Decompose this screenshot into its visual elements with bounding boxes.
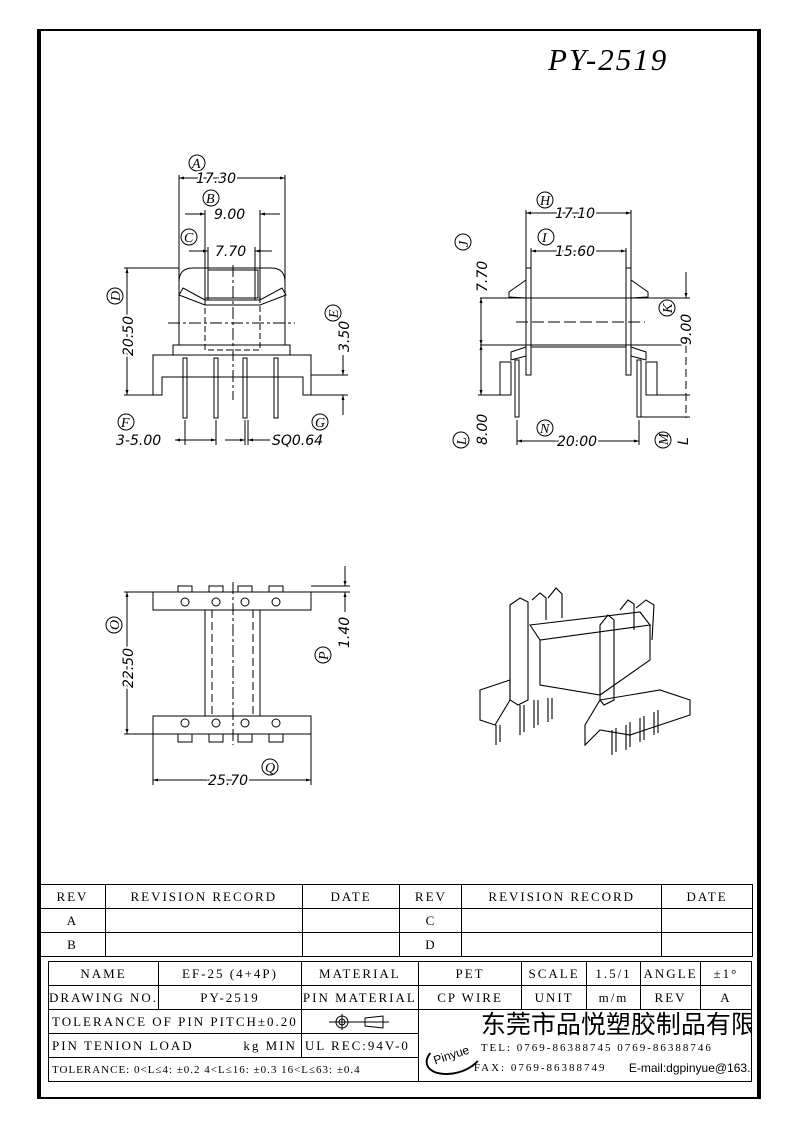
dim-Q: 25.70: [208, 773, 248, 789]
label-Q: Q: [265, 761, 275, 776]
scale-label: SCALE: [521, 961, 587, 986]
bottom-view: O 22.50 P 1.40 Q 25.70: [105, 566, 353, 791]
label-E: E: [327, 309, 342, 319]
record-cell: [104, 932, 303, 957]
label-M: M: [657, 432, 672, 446]
front-pins: [182, 357, 279, 419]
technical-drawing: A 17.30 B 9.00 C 7.70 D 20.50 E 3.50 F 3…: [105, 154, 697, 791]
table-row: B D: [39, 932, 753, 957]
title-block: NAME EF-25 (4+4P) MATERIAL PET SCALE 1.5…: [47, 961, 753, 1082]
name-label: NAME: [47, 961, 160, 986]
dim-F: 3-5.00: [116, 433, 161, 449]
dim-N: 20.00: [557, 434, 597, 450]
date-cell: [661, 932, 753, 957]
pin-material-value: CP WIRE: [417, 985, 523, 1010]
dim-G: SQ0.64: [272, 433, 323, 449]
company-email: E-mail:dgpinyue@163.com: [628, 1061, 751, 1075]
first-angle-projection-icon: [328, 1013, 389, 1030]
record-cell: [461, 932, 663, 957]
pin-material-label: PIN MATERIAL: [300, 985, 419, 1010]
date-cell: [301, 932, 401, 957]
label-I: I: [541, 231, 548, 246]
company-fax: FAX: 0769-86388749: [473, 1062, 607, 1074]
revision-header-row: REV REVISION RECORD DATE REV REVISION RE…: [39, 884, 753, 909]
dim-P: 1.40: [337, 617, 353, 648]
ul-rec: UL REC:94V-0: [300, 1033, 419, 1058]
dim-H: 17.10: [555, 206, 595, 222]
rev-cell: A: [39, 908, 106, 933]
angle-value: ±1°: [699, 961, 753, 986]
label-O: O: [108, 620, 123, 630]
material-label: MATERIAL: [300, 961, 419, 986]
date-cell: [301, 908, 401, 933]
dim-K: 9.00: [679, 314, 695, 345]
material-value: PET: [417, 961, 523, 986]
unit-value: m/m: [585, 985, 642, 1010]
date-header: DATE: [301, 884, 401, 909]
rev-cell: B: [39, 932, 106, 957]
label-K: K: [661, 303, 676, 314]
dim-B: 9.00: [214, 207, 245, 223]
pin-tension-unit: kg MIN: [243, 1037, 297, 1053]
dim-E: 3.50: [337, 321, 353, 352]
general-tolerance: TOLERANCE: 0<L≤4: ±0.2 4<L≤16: ±0.3 16<L…: [48, 1057, 419, 1082]
dim-C: 7.70: [215, 244, 246, 260]
record-cell: [461, 908, 663, 933]
rev-value: A: [699, 985, 753, 1010]
dim-M: L: [676, 437, 692, 445]
revision-table: REV REVISION RECORD DATE REV REVISION RE…: [39, 884, 753, 957]
label-N: N: [539, 422, 550, 437]
rev-header: REV: [399, 884, 463, 909]
rev-label: REV: [640, 985, 701, 1010]
front-view: A 17.30 B 9.00 C 7.70 D 20.50 E 3.50 F 3…: [106, 154, 353, 449]
table-row: A C: [39, 908, 753, 933]
label-B: B: [206, 192, 215, 207]
label-H: H: [539, 194, 551, 209]
revision-record-header: REVISION RECORD: [461, 884, 663, 909]
label-A: A: [191, 157, 201, 172]
scale-value: 1.5/1: [585, 961, 642, 986]
record-cell: [104, 908, 303, 933]
drawing-title: PY-2519: [548, 42, 669, 77]
label-J: J: [457, 240, 472, 247]
dim-O: 22.50: [121, 648, 137, 688]
dim-J: 7.70: [475, 261, 491, 292]
dim-L: 8.00: [475, 414, 491, 445]
revision-record-header: REVISION RECORD: [104, 884, 303, 909]
company-tel: TEL: 0769-86388745 0769-86388746: [480, 1042, 713, 1054]
label-G: G: [315, 416, 325, 431]
rev-cell: D: [399, 932, 463, 957]
date-cell: [661, 908, 753, 933]
drawing-no-label: DRAWING NO.: [47, 985, 160, 1010]
projection-symbol: [300, 1009, 419, 1034]
label-C: C: [184, 231, 194, 246]
side-view: H 17.10 I 15.60 J 7.70 K 9.00 L 8.00 N 2…: [452, 191, 697, 452]
pin-tension-row: PIN TENION LOAD kg MIN: [48, 1033, 302, 1058]
label-D: D: [109, 291, 124, 302]
label-P: P: [317, 651, 332, 661]
side-pins: [514, 359, 642, 418]
company-block: Pinyue 东莞市品悦塑胶制品有限公司 TEL: 0769-86388745 …: [417, 1009, 753, 1082]
date-header: DATE: [661, 884, 753, 909]
drawing-no-value: PY-2519: [158, 985, 302, 1010]
isometric-view: [479, 587, 691, 755]
label-F: F: [120, 416, 130, 431]
name-value: EF-25 (4+4P): [158, 961, 302, 986]
pin-pitch-tolerance: TOLERANCE OF PIN PITCH±0.20: [48, 1009, 302, 1034]
label-L: L: [455, 437, 470, 446]
rev-cell: C: [399, 908, 463, 933]
bottom-pin-tabs: [177, 585, 284, 743]
iso-pins: [495, 698, 659, 755]
dim-I: 15.60: [555, 244, 595, 260]
company-name: 东莞市品悦塑胶制品有限公司: [480, 1010, 752, 1039]
unit-label: UNIT: [521, 985, 587, 1010]
pin-tension-label: PIN TENION LOAD: [52, 1037, 194, 1053]
dim-A: 17.30: [196, 171, 236, 187]
angle-label: ANGLE: [640, 961, 701, 986]
dim-D: 20.50: [121, 316, 137, 356]
drawing-frame: [37, 29, 761, 1099]
rev-header: REV: [39, 884, 106, 909]
